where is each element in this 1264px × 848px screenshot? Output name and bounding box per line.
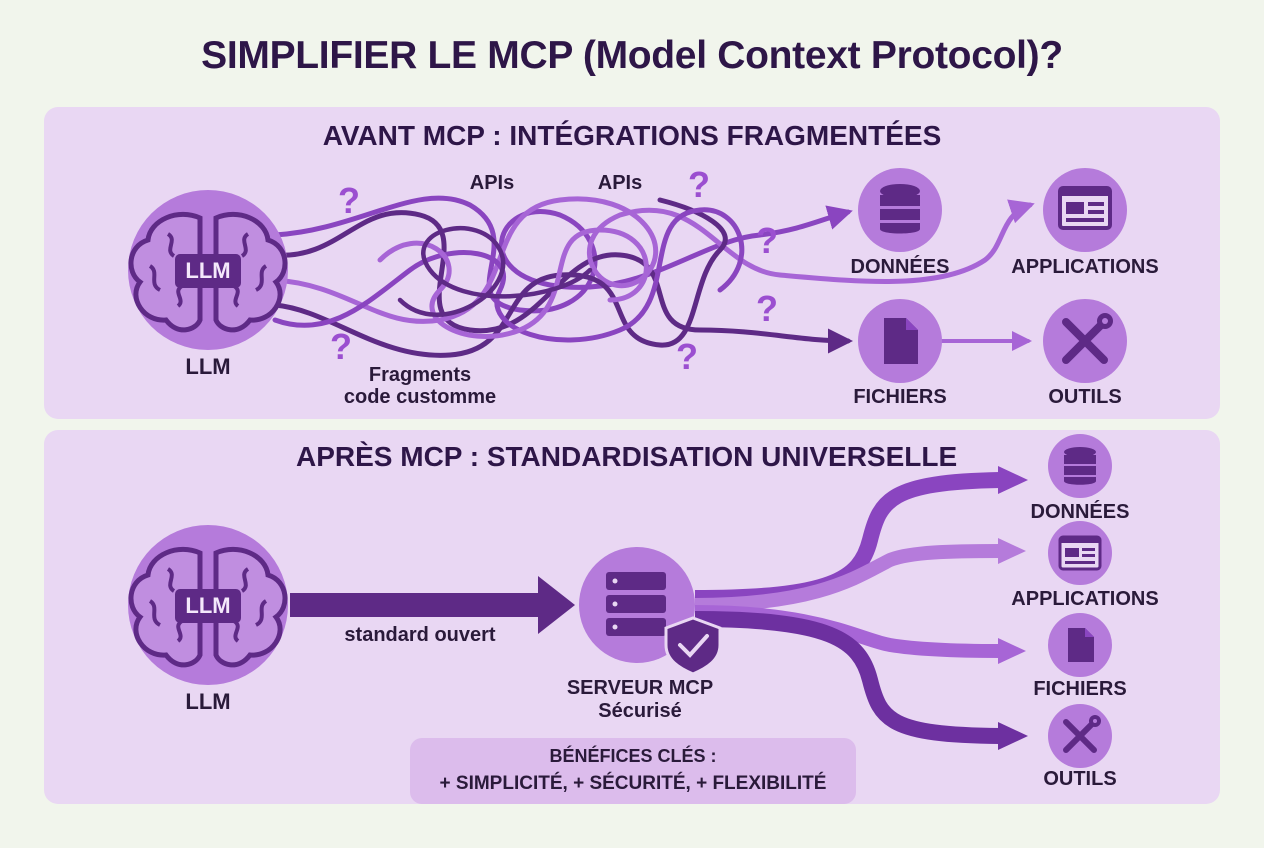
question-mark: ?	[676, 336, 698, 377]
app-window-icon	[1043, 168, 1127, 252]
tools-icon	[1048, 704, 1112, 768]
question-mark: ?	[688, 164, 710, 205]
server-label: SERVEUR MCP	[566, 677, 714, 699]
donnees-label-bottom: DONNÉES	[1030, 501, 1130, 523]
benefits-title: BÉNÉFICES CLÉS :	[549, 746, 717, 766]
question-mark: ?	[330, 326, 352, 367]
app-window-icon	[1048, 521, 1112, 585]
database-icon	[1048, 434, 1112, 498]
fichiers-label-bottom: FICHIERS	[1033, 678, 1127, 700]
custom-code-label: code customme	[343, 386, 497, 408]
question-mark: ?	[756, 220, 778, 261]
question-mark: ?	[338, 180, 360, 221]
tools-icon	[1043, 299, 1127, 383]
question-mark: ?	[756, 288, 778, 329]
fragments-label: Fragments	[368, 364, 472, 386]
tangled-integrations	[272, 195, 1035, 358]
file-icon	[858, 299, 942, 383]
fichiers-label-top: FICHIERS	[853, 386, 947, 408]
llm-label-bottom: LLM	[185, 689, 231, 714]
standard-arrow	[290, 576, 575, 634]
donnees-label-top: DONNÉES	[850, 256, 950, 278]
outils-label-bottom: OUTILS	[1043, 768, 1117, 790]
apis-label-1: APIs	[469, 172, 515, 194]
llm-node-top	[128, 190, 288, 350]
llm-badge-bottom: LLM	[185, 593, 231, 618]
database-icon	[858, 168, 942, 252]
outils-label-top: OUTILS	[1048, 386, 1122, 408]
before-heading: AVANT MCP : INTÉGRATIONS FRAGMENTÉES	[322, 120, 942, 151]
applications-label-top: APPLICATIONS	[1011, 256, 1159, 278]
apis-label-2: APIs	[597, 172, 643, 194]
file-icon	[1048, 613, 1112, 677]
llm-node-bottom	[128, 525, 288, 685]
standard-ouvert-label: standard ouvert	[344, 624, 496, 646]
server-secure-label: Sécurisé	[598, 700, 682, 722]
page-title: SIMPLIFIER LE MCP (Model Context Protoco…	[201, 34, 1063, 77]
benefits-badge: BÉNÉFICES CLÉS : + SIMPLICITÉ, + SÉCURIT…	[410, 738, 856, 804]
llm-badge-top: LLM	[185, 258, 231, 283]
llm-label-top: LLM	[185, 354, 231, 379]
shield-check-icon	[664, 616, 722, 676]
benefits-list: + SIMPLICITÉ, + SÉCURITÉ, + FLEXIBILITÉ	[439, 773, 827, 794]
applications-label-bottom: APPLICATIONS	[1011, 588, 1159, 610]
after-heading: APRÈS MCP : STANDARDISATION UNIVERSELLE	[296, 441, 958, 472]
fanout-arrows	[694, 472, 1001, 744]
